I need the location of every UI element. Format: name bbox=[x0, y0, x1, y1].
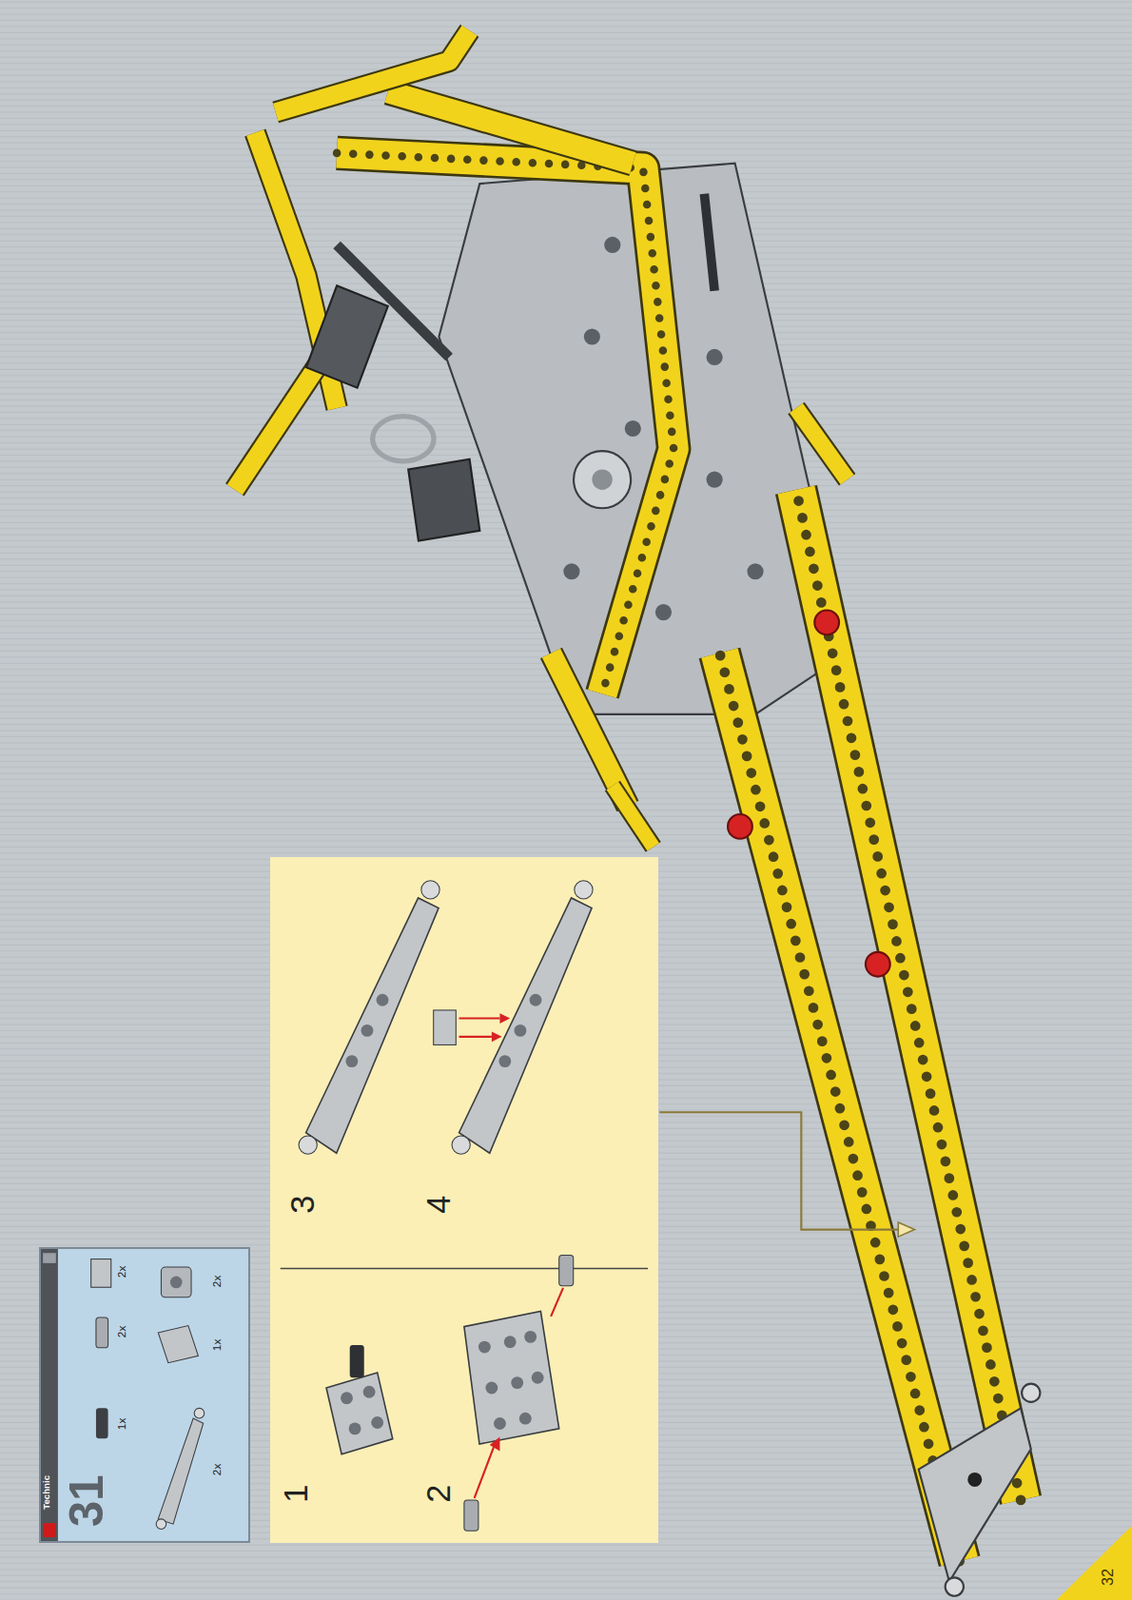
part-count: 1x bbox=[212, 1339, 224, 1351]
subassembly-art bbox=[270, 857, 659, 1543]
part-count: 2x bbox=[117, 1326, 129, 1338]
part-count: 2x bbox=[212, 1463, 224, 1476]
subassembly-panel: 1 2 3 4 bbox=[270, 857, 659, 1543]
page-number: 32 bbox=[1099, 1568, 1115, 1586]
parts-list-panel: Technic 31 1x 2x 2x 1x 2x 2x bbox=[39, 1247, 251, 1543]
part-count: 2x bbox=[117, 1266, 129, 1278]
brand-label: Technic bbox=[42, 1475, 53, 1510]
part-count: 2x bbox=[212, 1274, 224, 1287]
part-count: 1x bbox=[117, 1418, 129, 1430]
substep-number: 3 bbox=[287, 1195, 320, 1214]
step-number: 31 bbox=[61, 1474, 109, 1527]
substep-number: 4 bbox=[422, 1195, 455, 1214]
substep-number: 1 bbox=[279, 1484, 313, 1503]
substep-number: 2 bbox=[422, 1484, 455, 1503]
